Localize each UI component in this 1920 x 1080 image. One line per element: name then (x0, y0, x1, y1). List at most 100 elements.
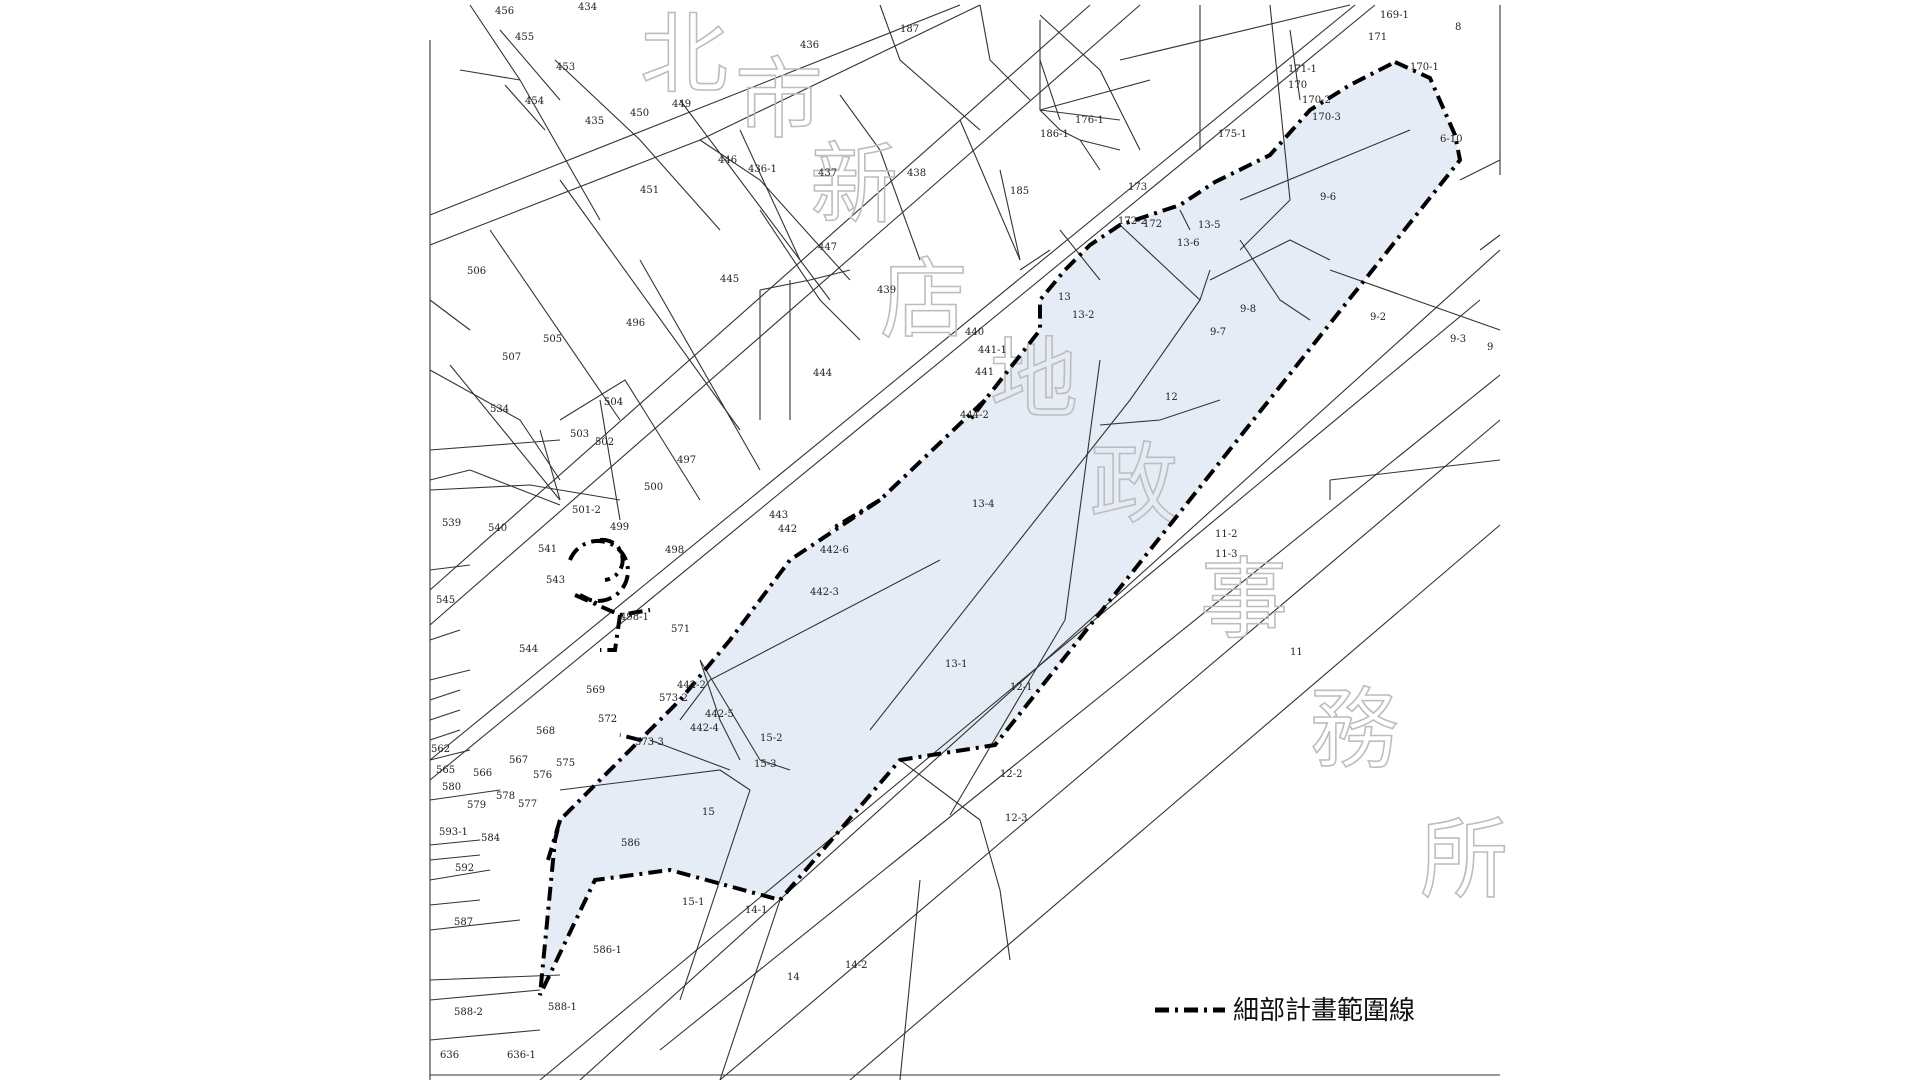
parcel-label: 636 (440, 1050, 459, 1061)
parcel-label: 444 (813, 368, 832, 379)
parcel-label: 588-1 (548, 1002, 577, 1013)
parcel-label: 170-2 (1302, 95, 1331, 106)
parcel-label: 454 (525, 96, 544, 107)
parcel-label: 544 (519, 644, 538, 655)
parcel-label: 11 (1290, 647, 1303, 658)
parcel-label: 539 (442, 518, 461, 529)
parcel-label: 440 (965, 327, 984, 338)
parcel-label: 14 (787, 972, 800, 983)
parcel-label: 456 (495, 6, 514, 17)
parcel-label: 573-2 (659, 693, 688, 704)
parcel-label: 15-3 (754, 759, 776, 770)
parcel-label: 499 (610, 522, 629, 533)
parcel-label: 442 (778, 524, 797, 535)
parcel-label: 545 (436, 595, 455, 606)
parcel-label: 438 (907, 168, 926, 179)
parcel-label: 13-2 (1072, 310, 1094, 321)
parcel-label: 568 (536, 726, 555, 737)
parcel-label: 505 (543, 334, 562, 345)
watermark-char: 店 (880, 248, 968, 351)
watermark-char: 地 (990, 328, 1078, 431)
parcel-label: 446 (718, 155, 737, 166)
parcel-label: 187 (900, 24, 919, 35)
parcel-label: 13-4 (972, 499, 994, 510)
parcel-label: 171 (1368, 32, 1387, 43)
parcel-label: 447 (818, 242, 837, 253)
parcel-label: 506 (467, 266, 486, 277)
watermark-char: 政 (1090, 433, 1178, 536)
parcel-label: 507 (502, 352, 521, 363)
parcel-label: 572 (598, 714, 617, 725)
parcel-label: 540 (488, 523, 507, 534)
parcel-label: 444-2 (960, 410, 989, 421)
parcel-label: 584 (481, 833, 500, 844)
parcel-label: 500 (644, 482, 663, 493)
parcel-label: 442-2 (677, 680, 706, 691)
watermark-char: 務 (1310, 678, 1398, 781)
parcel-label: 573-3 (635, 737, 664, 748)
parcel-label: 170-3 (1312, 112, 1341, 123)
parcel-label: 441 (975, 367, 994, 378)
parcel-label: 11-2 (1215, 529, 1237, 540)
parcel-label: 502 (595, 437, 614, 448)
parcel-label: 455 (515, 32, 534, 43)
parcel-label: 575 (556, 758, 575, 769)
parcel-label: 562 (431, 744, 450, 755)
parcel-label: 9-2 (1370, 312, 1386, 323)
parcel-label: 9-6 (1320, 192, 1336, 203)
parcel-label: 172 (1143, 219, 1162, 230)
parcel-label: 567 (509, 755, 528, 766)
parcel-label: 588-2 (454, 1007, 483, 1018)
parcel-label: 445 (720, 274, 739, 285)
parcel-label: 170 (1288, 80, 1307, 91)
parcel-label: 186-1 (1040, 129, 1069, 140)
parcel-label: 503 (570, 429, 589, 440)
parcel-label: 451 (640, 185, 659, 196)
parcel-label: 443 (769, 510, 788, 521)
parcel-label: 453 (556, 62, 575, 73)
parcel-label: 15-1 (682, 897, 704, 908)
parcel-label: 14-2 (845, 960, 867, 971)
parcel-label: 12-2 (1000, 769, 1022, 780)
parcel-label: 437 (818, 168, 837, 179)
parcel-label: 436 (800, 40, 819, 51)
parcel-label: 578 (496, 791, 515, 802)
parcel-label: 586-1 (593, 945, 622, 956)
parcel-label: 579 (467, 800, 486, 811)
watermark: 北市新店地政事務所 (639, 2, 1509, 912)
parcel-label: 496 (626, 318, 645, 329)
parcel-label: 173 (1128, 182, 1147, 193)
plan-area-fill (540, 62, 1460, 995)
parcel-label: 442-3 (810, 587, 839, 598)
parcel-label: 169-1 (1380, 10, 1409, 21)
parcel-label: 172-2 (1118, 216, 1147, 227)
parcel-label: 565 (436, 765, 455, 776)
parcel-label: 580 (442, 782, 461, 793)
parcel-label: 442-6 (820, 545, 849, 556)
watermark-char: 事 (1200, 548, 1288, 651)
parcel-label: 534 (490, 404, 509, 415)
watermark-char: 新 (810, 133, 898, 236)
parcel-label: 13-5 (1198, 220, 1220, 231)
parcel-label: 8 (1455, 22, 1461, 33)
parcel-label: 175-1 (1218, 129, 1247, 140)
parcel-label: 170-1 (1410, 62, 1439, 73)
parcel-label: 571 (671, 624, 690, 635)
parcel-label: 13 (1058, 292, 1071, 303)
parcel-label: 586 (621, 838, 640, 849)
parcel-label: 9-3 (1450, 334, 1466, 345)
parcel-lines (429, 4, 1501, 1080)
parcel-label: 439 (877, 285, 896, 296)
legend: 細部計畫範圍線 (1155, 996, 1415, 1026)
parcel-label: 13-6 (1177, 238, 1199, 249)
legend-label: 細部計畫範圍線 (1233, 996, 1415, 1026)
parcel-label: 9-8 (1240, 304, 1256, 315)
parcel-label: 442-5 (705, 709, 734, 720)
plan-boundary-line (538, 59, 1463, 996)
watermark-char: 所 (1420, 808, 1508, 911)
parcel-label: 176-1 (1075, 115, 1104, 126)
parcel-label: 541 (538, 544, 557, 555)
parcel-label: 450 (630, 108, 649, 119)
